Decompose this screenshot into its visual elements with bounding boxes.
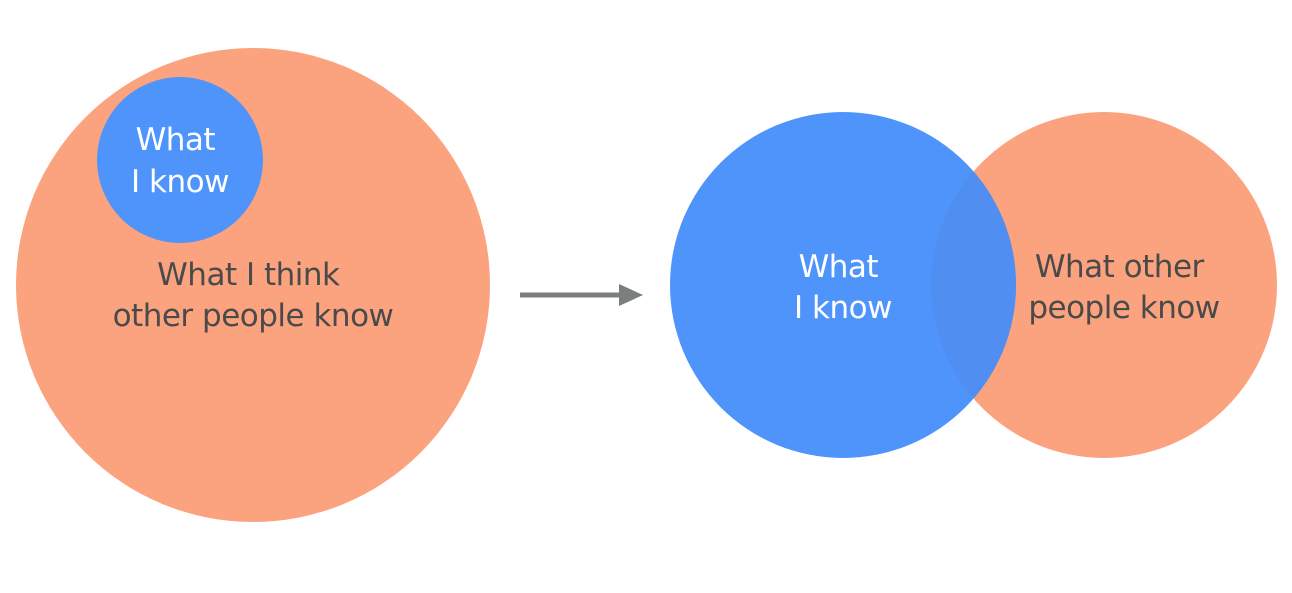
circle-others-knowledge	[931, 112, 1277, 458]
orange-label: What other people know	[1028, 249, 1219, 326]
right-arrow-icon	[520, 284, 643, 306]
orange-label-line1: What other	[1035, 249, 1205, 285]
inner-label-line1: What	[136, 122, 216, 158]
blue-label: What I know	[794, 249, 892, 326]
inner-circle-my-knowledge	[97, 77, 263, 243]
inner-label-line2: I know	[131, 164, 229, 200]
outer-label: What I think other people know	[113, 257, 394, 334]
outer-label-line1: What I think	[157, 257, 340, 293]
left-diagram: What I know What I think other people kn…	[16, 48, 490, 522]
blue-label-line2: I know	[794, 290, 892, 326]
outer-label-line2: other people know	[113, 298, 394, 334]
right-diagram: What I know What other people know	[670, 112, 1277, 458]
inner-label: What I know	[131, 122, 229, 200]
orange-label-line2: people know	[1028, 290, 1219, 326]
circle-my-knowledge	[670, 112, 1016, 458]
blue-label-line1: What	[799, 249, 879, 285]
